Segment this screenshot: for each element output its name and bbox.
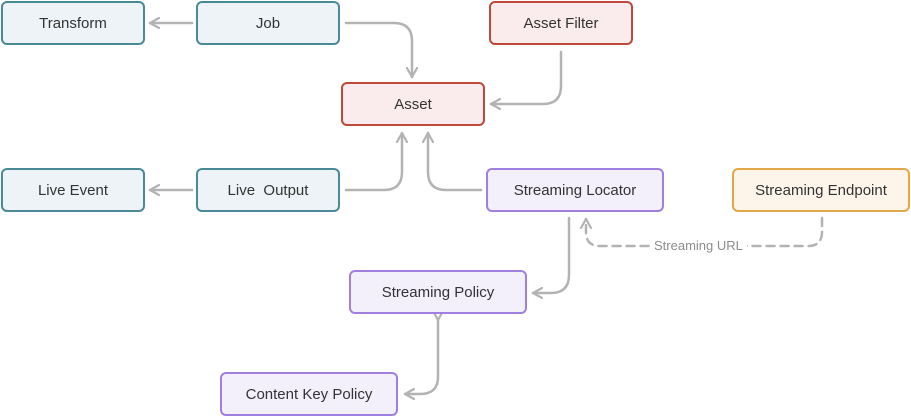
edge-live-output-to-asset [344,131,402,192]
node-content-key-policy[interactable]: Content Key Policy [220,372,398,416]
node-streaming-endpoint[interactable]: Streaming Endpoint [732,168,910,212]
node-asset-filter[interactable]: Asset Filter [489,1,633,45]
edge-policy-to-content-key-policy [403,320,438,394]
node-asset[interactable]: Asset [341,82,485,126]
node-streaming-locator[interactable]: Streaming Locator [486,168,664,212]
node-transform[interactable]: Transform [1,1,145,45]
edge-asset-filter-to-asset [489,50,563,104]
edge-streaming-locator-to-asset [428,131,483,192]
edge-label-streaming-url: Streaming URL [650,238,747,253]
node-streaming-policy[interactable]: Streaming Policy [349,270,527,314]
node-job[interactable]: Job [196,1,340,45]
edge-job-to-asset [344,21,412,79]
node-live-output[interactable]: Live Output [196,168,340,212]
edge-streaming-locator-to-policy [531,216,571,293]
node-live-event[interactable]: Live Event [1,168,145,212]
